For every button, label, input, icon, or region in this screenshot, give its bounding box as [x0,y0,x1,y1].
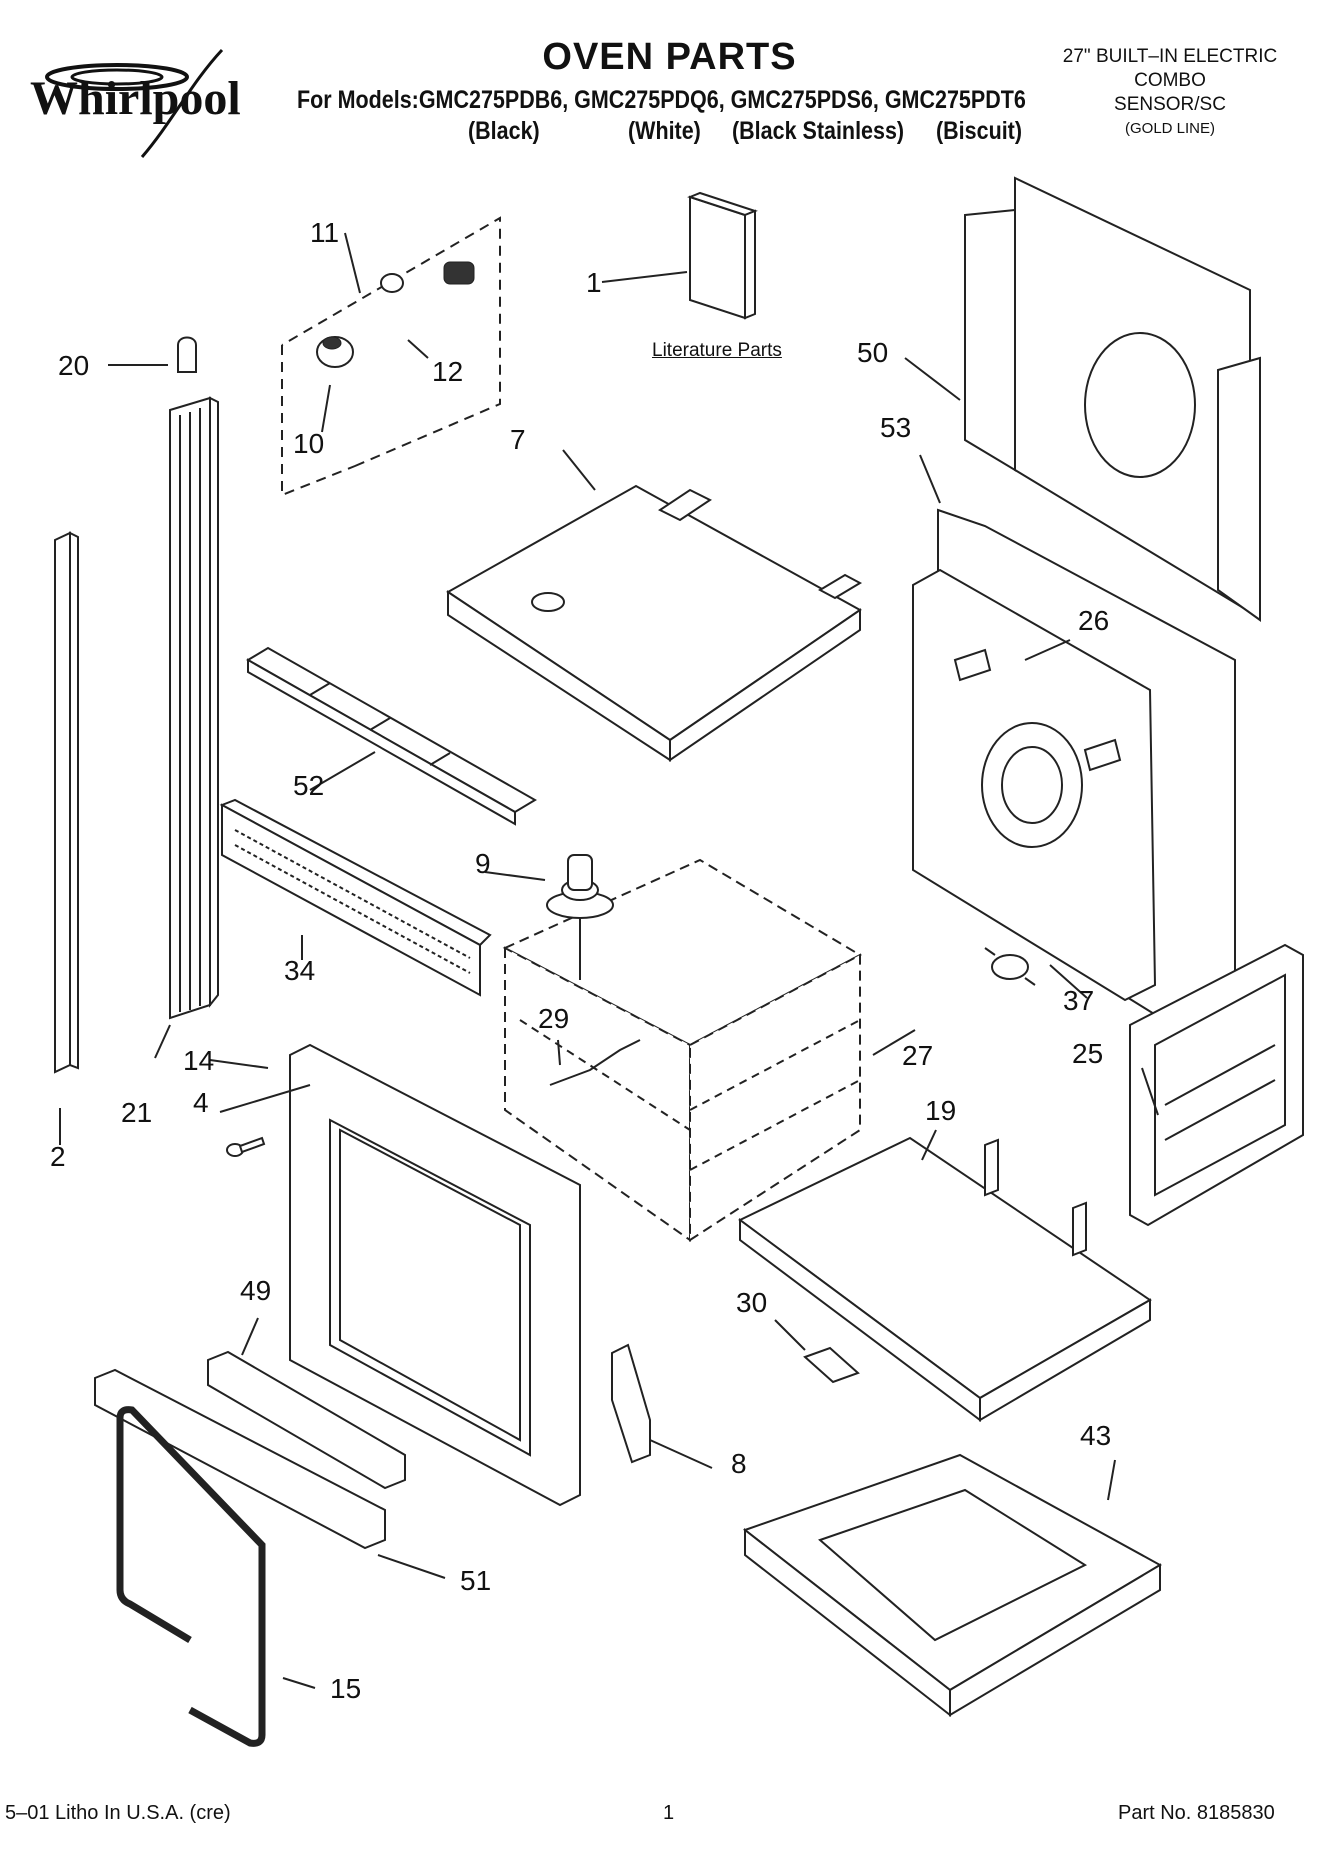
callout-21: 21 [121,1097,153,1128]
part-2-trim-strip [54,531,79,1074]
part-21-side-channel [169,396,219,1020]
model-list: For Models:GMC275PDB6, GMC275PDQ6, GMC27… [297,86,1026,114]
part-4-screw [226,1136,266,1157]
callout-50: 50 [857,337,889,368]
part-49-strip [207,1350,406,1490]
part-19-tray [738,1136,1152,1422]
model-color-white: (White) [628,117,701,145]
part-15-gasket [116,1406,266,1747]
part-9-sensor [546,854,614,980]
callout-53: 53 [880,412,912,443]
part-26-fan-bracket [912,568,1157,1002]
part-34-vent-panel [219,798,492,997]
part-37-thermostat [984,947,1036,986]
part-50-back-panel [964,176,1261,622]
part-20-shape [177,336,197,373]
product-type-line2: COMBO [1134,70,1206,91]
part-14-front-frame [289,1043,581,1507]
callout-1: 1 [586,267,602,298]
part-8-bracket [611,1343,651,1464]
product-type-line1: 27" BUILT–IN ELECTRIC [1062,46,1278,67]
literature-parts-label: Literature Parts [652,340,782,361]
callout-11: 11 [310,217,340,248]
part-25-side-panel [1129,943,1304,1227]
model-color-black-stainless: (Black Stainless) [732,117,905,145]
callout-26: 26 [1078,605,1110,636]
literature-parts-booklet [687,191,758,320]
callout-12: 12 [432,356,464,387]
callout-34: 34 [284,955,316,986]
part-7-top-shield [446,484,863,762]
callout-9: 9 [475,848,491,879]
callout-7: 7 [510,424,526,455]
callout-2: 2 [50,1141,66,1172]
callout-19: 19 [925,1095,957,1126]
model-color-biscuit: (Biscuit) [936,117,1022,145]
product-type-line3: SENSOR/SC [1114,94,1226,115]
callout-49: 49 [240,1275,272,1306]
callout-14: 14 [183,1045,215,1076]
callout-8: 8 [731,1448,747,1479]
part-30-bracket [803,1346,860,1384]
callout-leaders [59,232,1159,1689]
callout-25: 25 [1072,1038,1104,1069]
footer-part-number: Part No. 8185830 [1118,1802,1275,1824]
callout-29: 29 [538,1003,570,1034]
footer-litho: 5–01 Litho In U.S.A. (cre) [5,1802,231,1824]
logo-wordmark: Whirlpool [30,72,241,125]
callout-10: 10 [293,428,325,459]
callout-52: 52 [293,770,325,801]
callout-43: 43 [1080,1420,1112,1451]
knob-parts-group [281,216,501,497]
product-type-line4: (GOLD LINE) [1124,120,1215,137]
part-27-oven-cavity [502,858,863,1242]
callout-15: 15 [330,1673,362,1704]
callout-30: 30 [736,1287,768,1318]
part-29-probe [549,1039,641,1086]
callout-4: 4 [193,1087,209,1118]
page-title: OVEN PARTS [542,36,797,78]
model-color-black: (Black) [468,117,540,145]
whirlpool-logo: Whirlpool [30,48,241,158]
part-43-bottom-frame [742,1453,1163,1718]
callout-27: 27 [902,1040,934,1071]
callout-20: 20 [58,350,90,381]
footer-page-number: 1 [663,1802,675,1824]
callout-37: 37 [1063,985,1095,1016]
part-51-trim [94,1368,386,1550]
callout-51: 51 [460,1565,492,1596]
part-52-strip [246,646,537,826]
